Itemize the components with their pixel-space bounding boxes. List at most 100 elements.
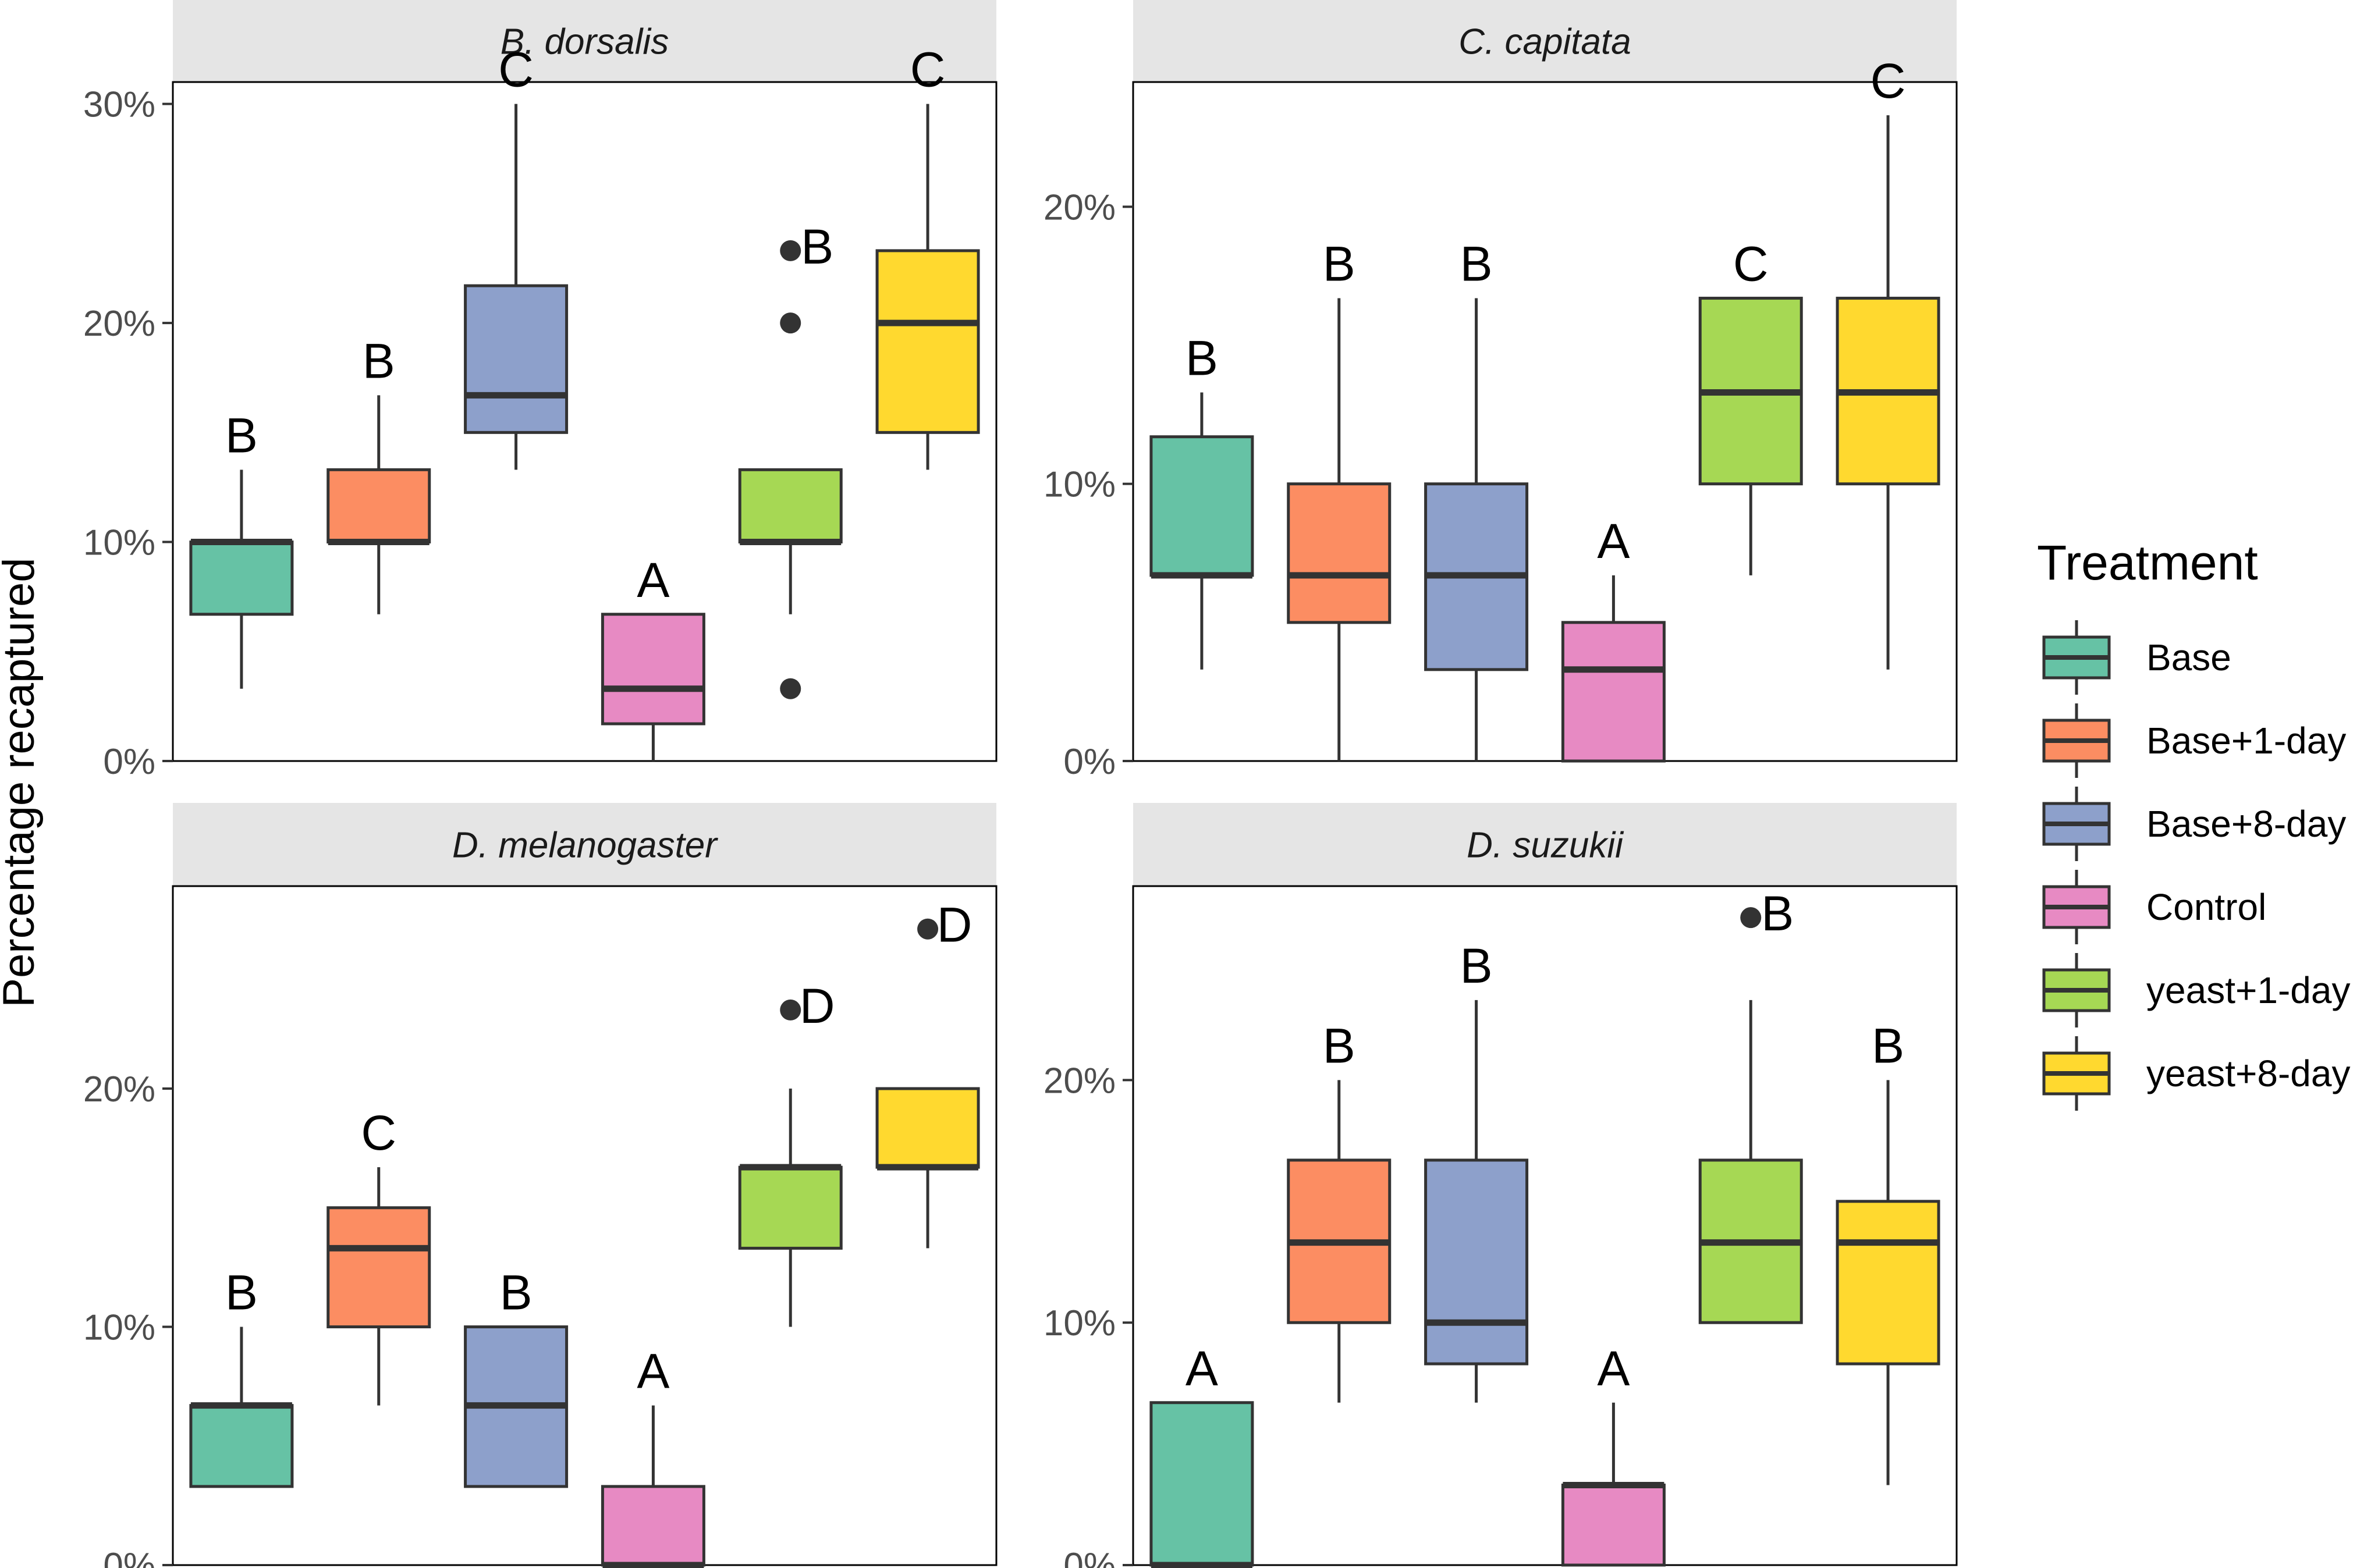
box-body [1836, 1200, 1940, 1366]
box-control: A [1561, 1341, 1666, 1567]
legend-label: Base+1-day [2146, 720, 2346, 762]
legend-item-yeast-8-day: yeast+8-day [2042, 1036, 2350, 1111]
y-tick-label: 20% [1043, 187, 1116, 227]
box-body [189, 541, 294, 616]
box-body [464, 284, 569, 434]
significance-letter: A [637, 553, 669, 607]
box-body [601, 1485, 705, 1567]
box-body [1424, 1158, 1529, 1366]
box-base-8-day: B [1424, 237, 1529, 761]
box-base: B [189, 408, 294, 689]
box-body [875, 1087, 980, 1169]
legend-item-base: Base [2042, 620, 2231, 695]
y-tick-label: 10% [1043, 1303, 1116, 1343]
panel-strip [173, 0, 996, 82]
box-yeast-8-day: D [875, 898, 980, 1249]
y-tick-label: 0% [103, 1546, 155, 1568]
box-base-1-day: B [1287, 237, 1392, 761]
box-body [1561, 621, 1666, 763]
box-body [1287, 482, 1392, 624]
panel-strip [1133, 0, 1957, 82]
legend-item-base-1-day: Base+1-day [2042, 703, 2346, 778]
outlier-point [780, 999, 801, 1021]
significance-letter: C [1733, 237, 1769, 291]
significance-letter: D [937, 898, 972, 952]
panel-border [1132, 81, 1958, 762]
box-base-1-day: B [326, 333, 431, 614]
significance-letter: B [1872, 1018, 1904, 1073]
outlier-point [780, 312, 801, 334]
panel-title-b-dorsalis: B. dorsalis [501, 22, 669, 62]
panel-title-d-melanogaster: D. melanogaster [452, 826, 718, 866]
significance-letter: B [225, 408, 258, 463]
legend-title: Treatment [2037, 535, 2258, 590]
outlier-point [780, 240, 801, 261]
box-control: A [601, 553, 705, 761]
box-base-8-day: C [464, 42, 569, 470]
significance-letter: C [910, 42, 946, 97]
panel-title-d-suzukii: D. suzukii [1467, 826, 1624, 866]
significance-letter: B [1460, 938, 1493, 993]
box-body [1149, 1401, 1254, 1567]
outlier-point [1740, 907, 1762, 929]
box-base: B [189, 1265, 294, 1488]
panel-strip [1133, 803, 1957, 886]
legend-label: yeast+8-day [2146, 1053, 2350, 1094]
box-body [738, 1165, 843, 1250]
significance-letter: B [1761, 886, 1794, 941]
significance-letter: B [801, 219, 833, 274]
outlier-point [917, 918, 939, 940]
legend-label: yeast+1-day [2146, 969, 2350, 1011]
box-control: A [601, 1344, 705, 1568]
y-tick-label: 10% [1043, 465, 1116, 505]
box-body [738, 468, 843, 544]
box-base: B [1149, 330, 1254, 670]
significance-letter: B [1186, 330, 1218, 385]
significance-letter: A [637, 1344, 669, 1399]
box-control: A [1561, 514, 1666, 763]
y-tick-label: 20% [1043, 1061, 1116, 1101]
y-tick-label: 0% [103, 742, 155, 782]
significance-letter: C [498, 42, 534, 97]
significance-letter: A [1597, 1341, 1630, 1396]
legend-item-yeast-1-day: yeast+1-day [2042, 953, 2350, 1027]
box-base-1-day: B [1287, 1018, 1392, 1403]
significance-letter: A [1186, 1341, 1218, 1396]
facet-panels: B. dorsalis 0% 10% 20% 30% B B C A B C C. capitata 0… [83, 0, 1958, 1568]
box-body [601, 613, 705, 726]
box-body [189, 1404, 294, 1488]
legend-item-control: Control [2042, 870, 2266, 944]
box-yeast-1-day: D [738, 979, 843, 1327]
panel-border [1132, 885, 1958, 1566]
box-body [875, 249, 980, 434]
significance-letter: B [225, 1265, 258, 1320]
significance-letter: B [1323, 237, 1355, 291]
outlier-point [780, 678, 801, 699]
legend-label: Control [2146, 886, 2266, 928]
significance-letter: A [1597, 514, 1630, 568]
box-base: A [1149, 1341, 1254, 1568]
box-body [1561, 1483, 1666, 1567]
significance-letter: B [1460, 237, 1493, 291]
legend: Treatment BaseBase+1-dayBase+8-dayContro… [2037, 535, 2350, 1111]
box-base-8-day: B [1424, 938, 1529, 1403]
legend-label: Base+8-day [2146, 803, 2346, 845]
panel-border [172, 81, 998, 762]
significance-letter: B [363, 333, 395, 388]
box-yeast-1-day: B [1698, 886, 1803, 1324]
box-yeast-8-day: C [875, 42, 980, 470]
y-tick-label: 0% [1063, 1546, 1116, 1568]
y-tick-label: 10% [83, 1308, 155, 1348]
significance-letter: B [1323, 1018, 1355, 1073]
y-tick-label: 20% [83, 304, 155, 344]
panel-strip [173, 803, 996, 886]
significance-letter: C [361, 1105, 396, 1160]
panel-border [172, 885, 998, 1566]
panel-d-suzukii: D. suzukii 0% 10% 20% A B B A B B [1043, 803, 1958, 1568]
panel-title-c-capitata: C. capitata [1458, 22, 1631, 62]
y-axis-label: Percentage recaptured [0, 557, 44, 1007]
y-tick-label: 30% [83, 85, 155, 125]
